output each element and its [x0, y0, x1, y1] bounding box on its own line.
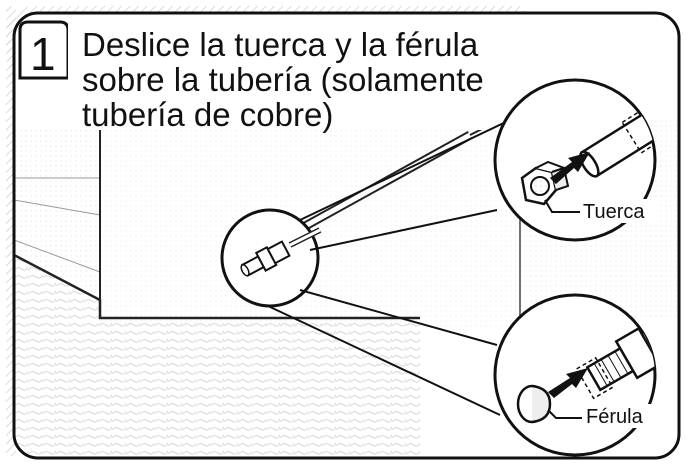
nut-icon: [520, 160, 570, 206]
ferrule-label: Férula: [586, 406, 644, 428]
title-line-1: Deslice la tuerca y la férula: [82, 26, 479, 63]
slide-arrow-icon: [548, 368, 588, 398]
slide-arrow-icon: [550, 152, 590, 184]
title-line-2: sobre la tubería (solamente: [82, 61, 484, 98]
step-number-badge: 1: [18, 20, 70, 80]
ferrule-icon: [516, 384, 552, 424]
ferrule-zoom-circle: Férula: [493, 293, 660, 457]
nut-zoom-circle: Tuerca: [493, 78, 658, 242]
leader-lines: [267, 119, 511, 416]
nut-label: Tuerca: [583, 201, 645, 223]
step-title: Deslice la tuerca y la férula sobre la t…: [68, 22, 548, 133]
panel-border: [12, 11, 681, 460]
step-number: 1: [30, 28, 56, 80]
title-line-3: tubería de cobre): [82, 96, 333, 133]
